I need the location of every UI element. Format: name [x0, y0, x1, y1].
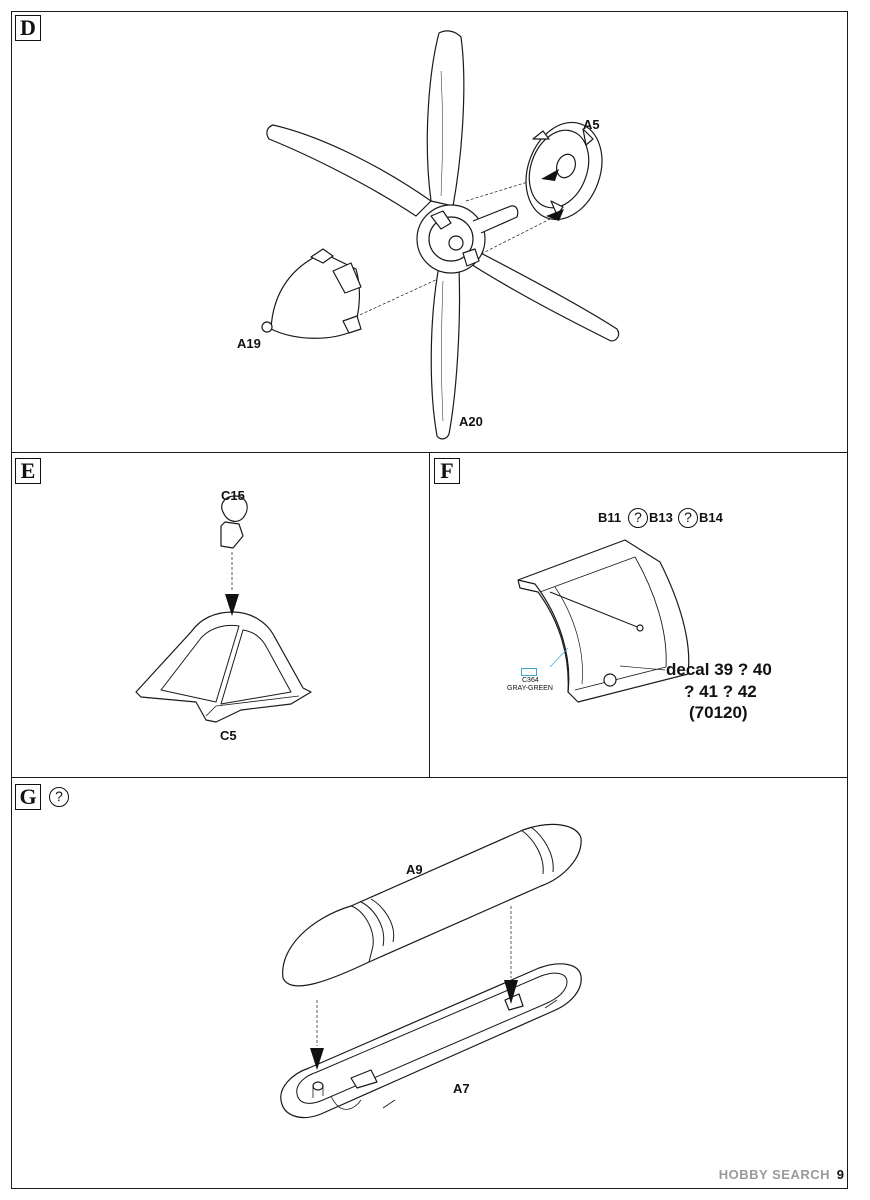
page-number: 9 — [836, 1167, 844, 1182]
instrument-panel-drawing — [517, 539, 690, 703]
step-f-label: F — [434, 458, 460, 484]
decal-line-3: (70120) — [689, 703, 748, 722]
option-symbol-g: ? — [49, 787, 69, 807]
decal-line-2: ? 41 ? 42 — [684, 682, 757, 701]
part-label-b14: B14 — [699, 510, 723, 525]
paint-color-box — [521, 668, 537, 676]
step-g-label: G — [15, 784, 41, 810]
option-symbol-2: ? — [678, 508, 698, 528]
paint-name: GRAY-GREEN — [507, 685, 553, 692]
part-label-a20: A20 — [459, 414, 483, 429]
part-label-b13: B13 — [649, 510, 673, 525]
step-g-panel: G ? A9 A7 — [11, 778, 848, 1189]
drop-tank-assembly-drawing — [280, 823, 582, 1119]
step-e-label: E — [15, 458, 41, 484]
instruction-sheet-frame — [11, 11, 848, 1189]
option-symbol-1: ? — [628, 508, 648, 528]
canopy-assembly-drawing — [135, 495, 312, 723]
part-label-c5: C5 — [220, 728, 237, 743]
step-f-panel: F B11 ? B13 ? B14 C364 GRAY-GREEN decal … — [430, 452, 848, 777]
step-e-panel: E C15 C5 — [11, 452, 429, 777]
part-label-a5: A5 — [583, 117, 600, 132]
part-label-c15: C15 — [221, 488, 245, 503]
part-label-a7: A7 — [453, 1081, 470, 1096]
step-d-label: D — [15, 15, 41, 41]
paint-code: C364 — [522, 677, 539, 684]
step-d-panel: D — [11, 11, 848, 452]
divider-ef-bottom — [11, 777, 848, 778]
watermark: HOBBY SEARCH — [718, 1167, 830, 1182]
decal-line-1: decal 39 ? 40 — [666, 660, 772, 679]
part-label-a9: A9 — [406, 862, 423, 877]
divider-e-f — [429, 452, 430, 777]
propeller-assembly-drawing — [261, 30, 620, 440]
part-label-b11: B11 — [598, 510, 622, 525]
part-label-a19: A19 — [237, 336, 261, 351]
